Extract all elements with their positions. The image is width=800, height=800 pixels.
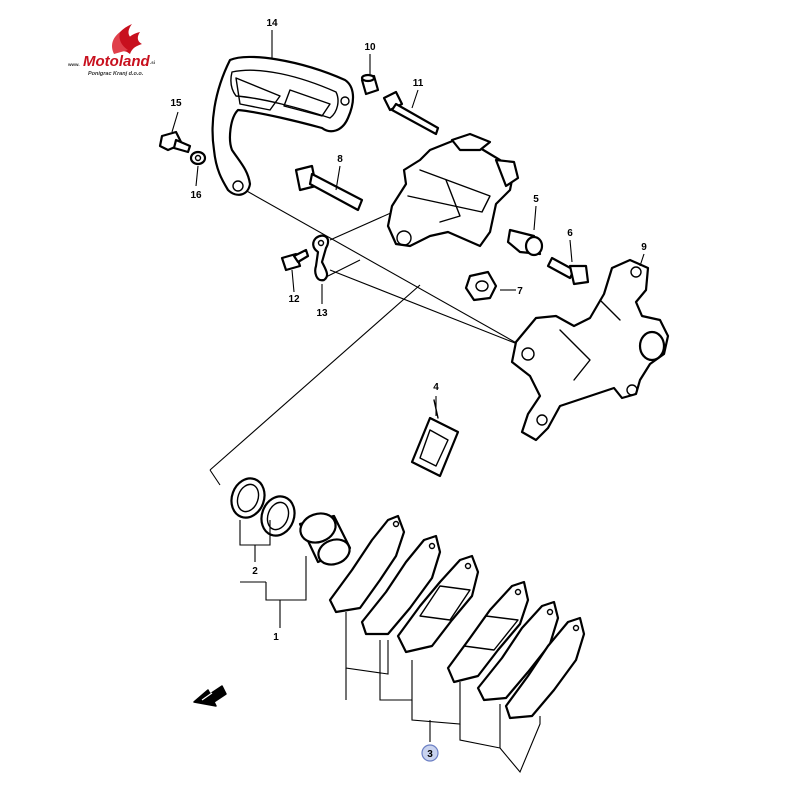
part-11-bleeder-valve[interactable] bbox=[382, 90, 440, 136]
callout-7: 7 bbox=[517, 286, 523, 297]
part-16-washer[interactable] bbox=[189, 150, 207, 166]
callout-13: 13 bbox=[316, 308, 328, 319]
logo-suffix: .si bbox=[150, 60, 155, 65]
callout-numbers: 1 2 3 4 5 6 7 8 9 10 11 12 13 14 15 16 bbox=[170, 18, 647, 762]
part-10-bleeder-cap[interactable] bbox=[360, 73, 380, 96]
callout-3: 3 bbox=[427, 749, 433, 760]
logo-www: www. bbox=[67, 62, 80, 67]
callout-16: 16 bbox=[190, 190, 202, 201]
logo-tagline: Ponigrac Kranj d.o.o. bbox=[88, 71, 144, 77]
callout-2: 2 bbox=[252, 566, 258, 577]
callout-10: 10 bbox=[364, 42, 376, 53]
callout-9: 9 bbox=[641, 242, 647, 253]
flame-wing-icon bbox=[112, 24, 142, 54]
part-2-piston-seals[interactable] bbox=[226, 474, 300, 541]
front-arrow-icon bbox=[193, 685, 227, 707]
callout-1: 1 bbox=[273, 632, 279, 643]
part-3-brake-pad-set[interactable] bbox=[328, 514, 586, 720]
callout-14: 14 bbox=[266, 18, 278, 29]
part-4-pad-spring[interactable] bbox=[410, 399, 460, 478]
part-12-bolt[interactable] bbox=[280, 248, 310, 272]
part-13-clip[interactable] bbox=[312, 234, 330, 282]
callout-5: 5 bbox=[533, 194, 539, 205]
callout-3-highlight[interactable]: 3 bbox=[421, 744, 439, 762]
callout-12: 12 bbox=[288, 294, 300, 305]
pad-shim-4[interactable] bbox=[504, 616, 586, 720]
callout-8: 8 bbox=[337, 154, 343, 165]
caliper-body[interactable] bbox=[386, 132, 520, 248]
callout-4: 4 bbox=[433, 382, 439, 393]
callout-11: 11 bbox=[413, 78, 424, 89]
part-1-piston[interactable] bbox=[296, 509, 353, 569]
part-6-bolt[interactable] bbox=[546, 256, 590, 286]
part-14-bracket[interactable] bbox=[211, 55, 355, 196]
pad-shim-3[interactable] bbox=[476, 600, 560, 702]
pad-shim-1 bbox=[328, 514, 406, 614]
callout-15: 15 bbox=[170, 98, 182, 109]
part-5-sleeve[interactable] bbox=[506, 228, 544, 257]
part-8-pin-bolt[interactable] bbox=[294, 164, 364, 212]
callout-leaders bbox=[171, 30, 645, 416]
callout-brackets bbox=[239, 520, 541, 774]
part-9-holder[interactable] bbox=[510, 258, 670, 442]
pad-shim-2[interactable] bbox=[360, 534, 442, 636]
brake-pad-1[interactable] bbox=[396, 554, 480, 654]
callout-6: 6 bbox=[567, 228, 573, 239]
part-7-boot[interactable] bbox=[464, 270, 498, 302]
brake-pad-2[interactable] bbox=[446, 580, 530, 684]
logo-brand: Motoland bbox=[83, 53, 150, 70]
leader-lines bbox=[209, 189, 521, 486]
part-15-bolt[interactable] bbox=[158, 130, 192, 154]
motoland-logo: www. Motoland .si Ponigrac Kranj d.o.o. bbox=[67, 24, 155, 77]
